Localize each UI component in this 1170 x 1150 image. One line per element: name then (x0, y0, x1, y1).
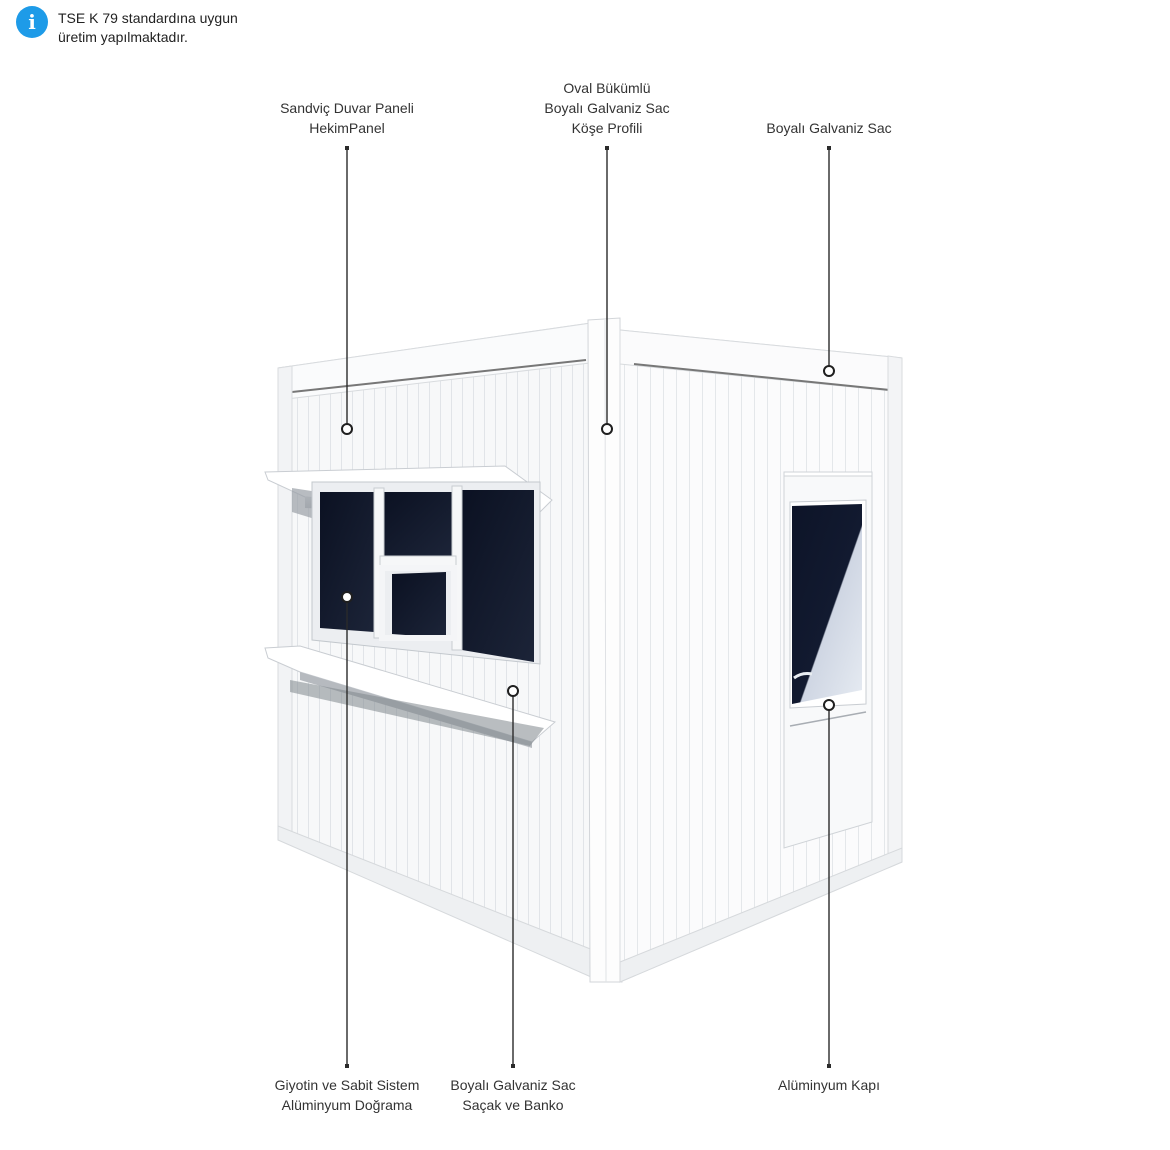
callout-marker-kapi (823, 699, 835, 711)
tick (827, 146, 831, 150)
label-line: Alüminyum Kapı (778, 1077, 880, 1093)
tick (511, 1064, 515, 1068)
door-handle-icon (793, 672, 813, 680)
label-boyali-galvaniz-sac: Boyalı Galvaniz Sac (766, 118, 891, 138)
label-aluminyum-kapi: Alüminyum Kapı (778, 1075, 880, 1095)
callout-lines (346, 148, 830, 1066)
info-icon: i (16, 6, 48, 38)
callout-marker-sacak (507, 685, 519, 697)
info-line-2: üretim yapılmaktadır. (58, 29, 188, 45)
sliding-window (264, 465, 557, 748)
info-line-1: TSE K 79 standardına uygun (58, 10, 238, 26)
tick (827, 1064, 831, 1068)
label-sacak-ve-banko: Boyalı Galvaniz Sac Saçak ve Banko (450, 1075, 575, 1115)
tick (345, 146, 349, 150)
callout-marker-kose (601, 423, 613, 435)
label-line: Sandviç Duvar Paneli (280, 100, 414, 116)
label-line: Saçak ve Banko (462, 1097, 564, 1113)
info-badge: i TSE K 79 standardına uygun üretim yapı… (16, 6, 238, 47)
label-line: Boyalı Galvaniz Sac (544, 100, 670, 116)
label-line: Boyalı Galvaniz Sac (766, 120, 892, 136)
label-line: Oval Bükümlü (563, 80, 651, 96)
label-line: Alüminyum Doğrama (281, 1097, 413, 1113)
callout-markers (341, 365, 835, 711)
callout-marker-giyotin (341, 591, 353, 603)
aluminum-door (783, 471, 873, 849)
callout-end-ticks (345, 146, 831, 1068)
label-line: Köşe Profili (571, 120, 643, 136)
info-text: TSE K 79 standardına uygun üretim yapılm… (58, 6, 238, 47)
callout-marker-sandvic (341, 423, 353, 435)
label-line: Boyalı Galvaniz Sac (450, 1077, 576, 1093)
corner-post (587, 317, 623, 983)
label-sandvic-duvar-paneli: Sandviç Duvar Paneli HekimPanel (280, 98, 414, 138)
label-kose-profili: Oval Bükümlü Boyalı Galvaniz Sac Köşe Pr… (544, 78, 669, 138)
label-line: Giyotin ve Sabit Sistem (274, 1077, 420, 1093)
label-giyotin-dograma: Giyotin ve Sabit Sistem Alüminyum Doğram… (275, 1075, 420, 1115)
callout-marker-sac (823, 365, 835, 377)
tick (345, 1064, 349, 1068)
label-line: HekimPanel (309, 120, 385, 136)
tick (605, 146, 609, 150)
